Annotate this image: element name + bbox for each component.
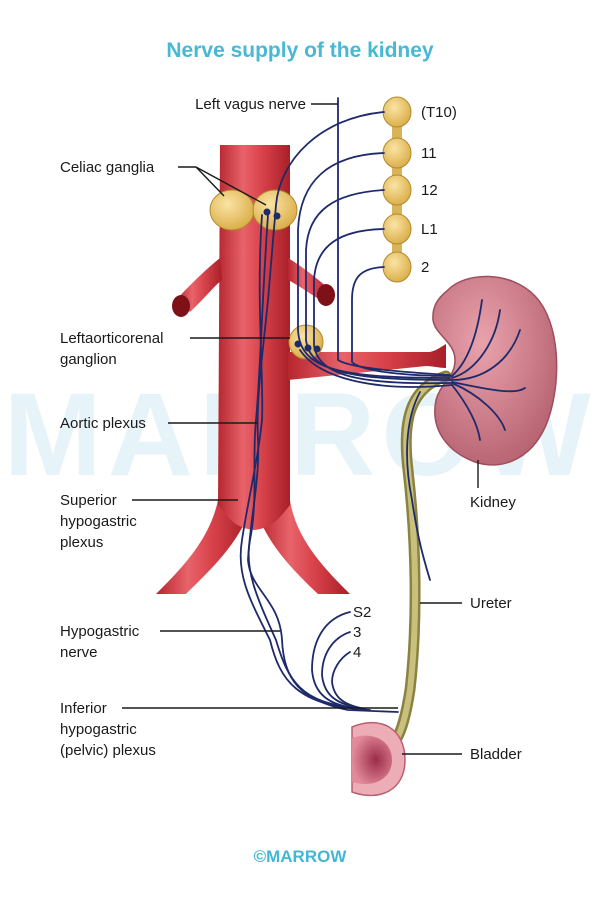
sacral-label-s2: S2	[353, 604, 371, 621]
segment-label-2: 2	[421, 259, 429, 276]
segment-label-12: 12	[421, 182, 438, 199]
labels: Left vagus nerve Celiac ganglia Leftaort…	[60, 96, 522, 763]
label-ureter: Ureter	[470, 595, 512, 612]
label-hypogastric-line1: Hypogastric	[60, 623, 140, 640]
label-bladder: Bladder	[470, 746, 522, 763]
diagram-title: Nerve supply of the kidney	[166, 39, 434, 62]
label-aorticorenal-line1: Leftaorticorenal	[60, 330, 163, 347]
spinal-segment-chain	[382, 96, 412, 283]
nerve-fibers	[239, 97, 526, 713]
label-left-vagus-nerve: Left vagus nerve	[195, 96, 306, 113]
label-inferior-line1: Inferior	[60, 700, 107, 717]
label-aorticorenal-line2: ganglion	[60, 351, 117, 368]
sacral-label-4: 4	[353, 644, 361, 661]
segment-label-t10: (T10)	[421, 104, 457, 121]
ureter-highlight	[393, 373, 449, 743]
kidney	[432, 275, 558, 466]
segment-label-11: 11	[421, 145, 437, 162]
label-superior-line2: hypogastric	[60, 513, 137, 530]
label-aortic-plexus: Aortic plexus	[60, 415, 146, 432]
leader-lines	[122, 103, 479, 755]
label-superior-line3: plexus	[60, 534, 103, 551]
copyright-brand: ©MARROW	[254, 847, 348, 866]
label-inferior-line3: (pelvic) plexus	[60, 742, 156, 759]
label-hypogastric-line2: nerve	[60, 644, 98, 661]
segment-label-l1: L1	[421, 221, 438, 238]
label-celiac-ganglia: Celiac ganglia	[60, 159, 155, 176]
sacral-label-3: 3	[353, 624, 361, 641]
label-superior-line1: Superior	[60, 492, 117, 509]
label-kidney: Kidney	[470, 494, 516, 511]
label-inferior-line2: hypogastric	[60, 721, 137, 738]
bladder	[351, 722, 406, 797]
